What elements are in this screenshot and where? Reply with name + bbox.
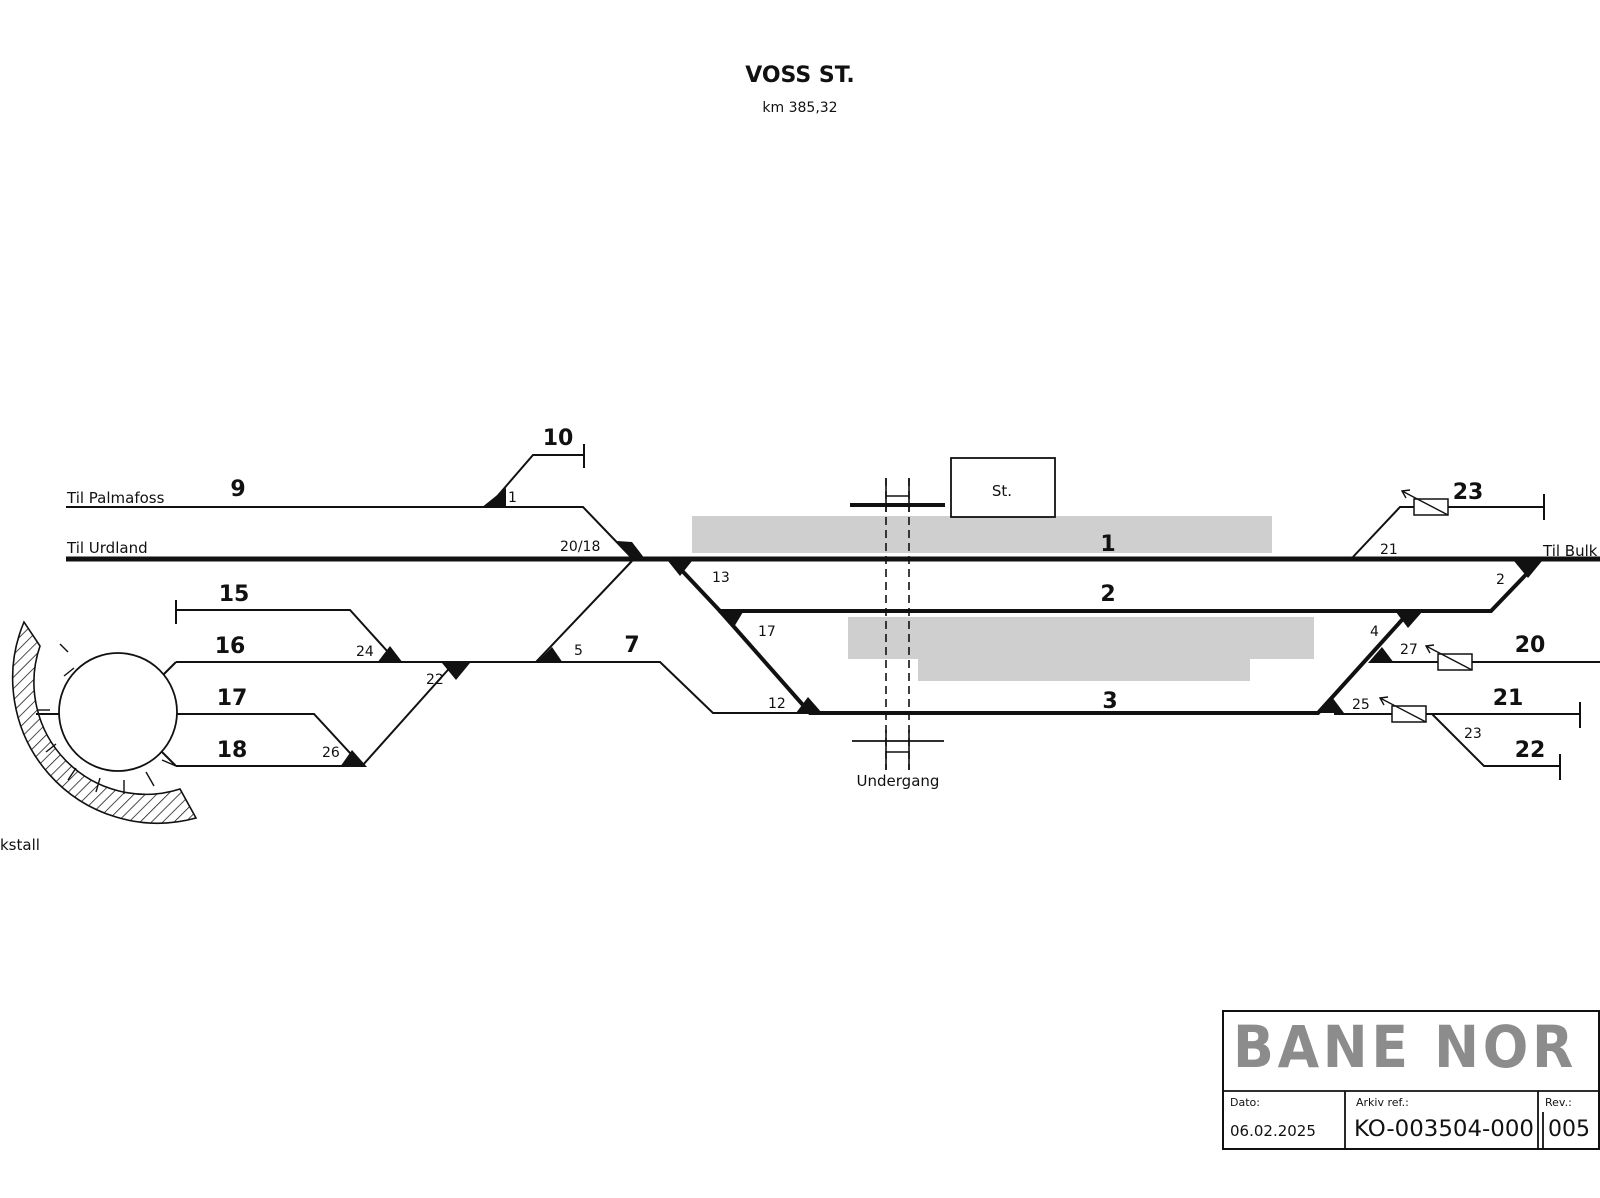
track-9 (66, 506, 633, 559)
switch-number-13: 13 (712, 570, 730, 586)
derailer-25 (1378, 696, 1427, 723)
switch-number-20-18: 20/18 (560, 539, 600, 555)
derailer-23 (1400, 489, 1449, 516)
track-22 (1431, 713, 1560, 767)
label-lokstall: kstall (0, 836, 40, 854)
switch-24-marker (377, 646, 403, 663)
archive-label: Arkiv ref.: (1356, 1096, 1409, 1109)
switch-number-26: 26 (322, 745, 340, 761)
track-number-16: 16 (215, 634, 246, 659)
switch-number-12: 12 (768, 696, 786, 712)
platform-track-2-3 (848, 617, 1314, 659)
turntable-link-18 (159, 749, 177, 767)
switch-1-marker (481, 488, 506, 508)
label-til-bulken: Til Bulk (1542, 542, 1598, 560)
track-15 (176, 609, 398, 663)
track-number-20: 20 (1515, 633, 1546, 658)
roundhouse-stalls (38, 643, 177, 794)
track-3 (718, 609, 1412, 715)
switch-2-marker (1514, 561, 1542, 578)
switch-number-17: 17 (758, 624, 776, 640)
bane-nor-logo: BANE NOR (1233, 1013, 1577, 1081)
switch-4-marker (1396, 612, 1422, 628)
station-title: VOSS ST. (745, 63, 855, 88)
roundhouse-lokstall (11, 620, 198, 824)
switch-17-marker (718, 612, 743, 627)
switch-26-marker (340, 750, 367, 767)
track-number-9: 9 (230, 477, 245, 502)
station-building (950, 457, 1056, 518)
track-number-10: 10 (543, 426, 574, 451)
track-number-2: 2 (1100, 582, 1115, 607)
underpass (850, 478, 945, 770)
platform-track-1 (692, 516, 1272, 553)
switch-number-27: 27 (1400, 642, 1418, 658)
switch-25-marker (1318, 697, 1344, 713)
switch-number-1: 1 (508, 490, 517, 506)
switch-20-18-marker (617, 541, 645, 577)
track-2 (670, 558, 1542, 613)
date-value: 06.02.2025 (1230, 1122, 1316, 1140)
track-number-18: 18 (217, 738, 248, 763)
revision-label: Rev.: (1545, 1096, 1572, 1109)
switch-12-marker (796, 697, 822, 713)
revision-value: 005 (1548, 1117, 1590, 1142)
derailer-27 (1424, 644, 1473, 671)
platform-track-2-3-extension (918, 655, 1250, 681)
track-number-1: 1 (1100, 532, 1115, 557)
switch-number-25: 25 (1352, 697, 1370, 713)
turntable (58, 652, 178, 772)
switch-number-4: 4 (1370, 624, 1379, 640)
station-building-label: St. (992, 482, 1012, 500)
track-number-22: 22 (1515, 738, 1546, 763)
track-23 (1351, 506, 1544, 559)
km-position: km 385,32 (762, 100, 837, 116)
track-10 (487, 454, 584, 508)
switch-27-marker (1368, 647, 1394, 663)
switch-number-22: 22 (426, 672, 444, 688)
switch-22-marker (442, 663, 470, 680)
track-7 (533, 560, 810, 714)
switch-number-21: 21 (1380, 542, 1398, 558)
switch-number-5: 5 (574, 643, 583, 659)
title-block (1222, 1010, 1600, 1150)
track-number-15: 15 (219, 582, 250, 607)
label-til-urdland: Til Urdland (66, 539, 148, 557)
label-til-palmafoss: Til Palmafoss (66, 489, 165, 507)
date-label: Dato: (1230, 1096, 1260, 1109)
switch-number-24: 24 (356, 644, 374, 660)
track-number-17: 17 (217, 686, 248, 711)
switch-number-2: 2 (1496, 572, 1505, 588)
track-number-21: 21 (1493, 686, 1524, 711)
switch-number-23: 23 (1464, 726, 1482, 742)
track-number-3: 3 (1102, 689, 1117, 714)
switch-markers (340, 488, 1542, 767)
switch-5-marker (536, 647, 563, 663)
switch-13-marker (668, 561, 692, 576)
track-number-23: 23 (1453, 480, 1484, 505)
track-17 (176, 713, 363, 767)
underpass-label: Undergang (857, 772, 940, 790)
track-number-7: 7 (624, 633, 639, 658)
archive-value: KO-003504-000 (1354, 1117, 1534, 1142)
